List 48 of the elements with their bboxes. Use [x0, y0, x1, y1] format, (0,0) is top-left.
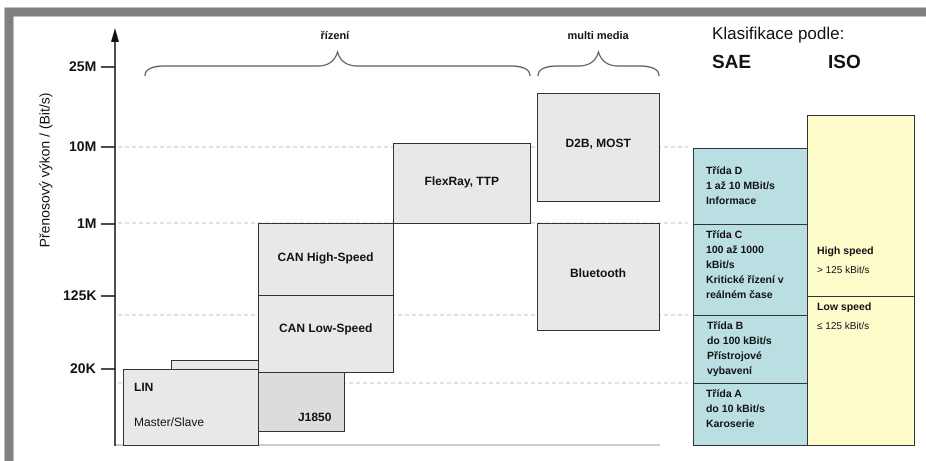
- box-label: Kritické řízení v reálném čase: [706, 273, 785, 303]
- bus-box: [393, 143, 531, 224]
- bus-box: [258, 223, 394, 296]
- brace-label: multi media: [568, 30, 629, 42]
- box-label: ≤ 125 kBit/s: [817, 320, 870, 334]
- class-cell: [693, 383, 808, 446]
- box-label: D2B, MOST: [566, 136, 631, 151]
- box-label: Třída A: [706, 387, 742, 402]
- heading: SAE: [712, 52, 752, 74]
- box-label: Informace: [706, 194, 756, 209]
- box-label: FlexRay, TTP: [424, 174, 499, 189]
- box-label: 100 až 1000 kBit/s: [706, 243, 765, 273]
- class-cell: [693, 224, 808, 316]
- heading: ISO: [828, 52, 861, 74]
- box-label: Bluetooth: [570, 266, 626, 281]
- box-label: Třída D: [706, 164, 742, 179]
- box-label: do 100 kBit/s: [707, 334, 772, 349]
- box-label: 1 až 10 MBit/s: [706, 179, 775, 194]
- box-label: do 10 kBit/s: [706, 402, 765, 417]
- tick-label: 1M: [77, 215, 96, 231]
- class-cell: [807, 115, 915, 297]
- tick-label: 25M: [69, 58, 96, 74]
- box-label: Master/Slave: [134, 415, 204, 430]
- box-label: > 125 kBit/s: [817, 264, 870, 278]
- tick-label: 125K: [63, 287, 96, 303]
- tick-label: 20K: [70, 360, 96, 376]
- box-label: Třída B: [707, 319, 744, 334]
- brace-label: řízení: [320, 30, 350, 42]
- box-label: Přístrojové vybavení: [707, 349, 763, 379]
- class-cell: [693, 148, 808, 225]
- box-label: High speed: [817, 244, 874, 259]
- tick-label: 10M: [69, 138, 96, 154]
- box-label: Low speed: [817, 300, 872, 315]
- axis-title: Přenosový výkon / (Bit/s): [36, 92, 52, 248]
- heading: Klasifikace podle:: [712, 24, 844, 44]
- class-cell: [693, 315, 808, 384]
- box-label: CAN High-Speed: [278, 250, 374, 265]
- box-label: CAN Low-Speed: [279, 321, 372, 336]
- box-label: J1850: [298, 410, 332, 425]
- bus-box: [258, 372, 345, 432]
- bus-box: [537, 223, 660, 331]
- class-cell: [807, 296, 915, 446]
- bus-box: [258, 295, 394, 373]
- bus-box: [123, 369, 259, 446]
- box-label: LIN: [134, 380, 154, 395]
- box-label: Třída C: [706, 228, 742, 243]
- bus-box: [537, 93, 660, 202]
- box-label: Karoserie: [706, 417, 754, 432]
